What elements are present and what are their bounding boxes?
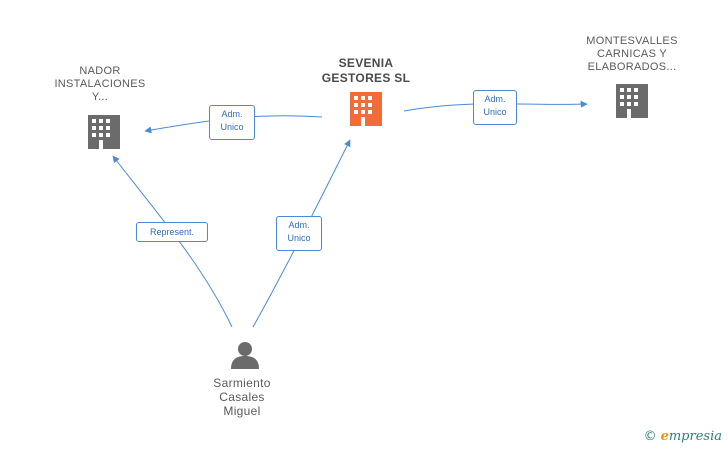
node-label-center[interactable]: SEVENIA GESTORES SL [321, 56, 411, 85]
brand-initial: e [660, 429, 669, 444]
edge-label-center-to-left[interactable]: Adm. Unico [209, 105, 255, 140]
building-icon-center [350, 92, 382, 126]
person-icon [231, 342, 259, 369]
node-label-person[interactable]: Sarmiento Casales Miguel [213, 376, 271, 418]
brand-name: mpresia [668, 429, 722, 444]
node-label-right[interactable]: MONTESVALLES CARNICAS Y ELABORADOS... [586, 35, 678, 73]
building-icon-right [616, 84, 648, 118]
node-label-left[interactable]: NADOR INSTALACIONES Y... [54, 65, 146, 103]
copyright-symbol: © [643, 429, 657, 444]
building-icon-left [88, 115, 120, 149]
edge-label-center-to-right[interactable]: Adm. Unico [473, 90, 517, 125]
edge-label-person-to-left[interactable]: Represent. [136, 222, 208, 242]
edge-label-person-to-center[interactable]: Adm. Unico [276, 216, 322, 251]
empresia-logo: ©empresia [644, 429, 722, 444]
